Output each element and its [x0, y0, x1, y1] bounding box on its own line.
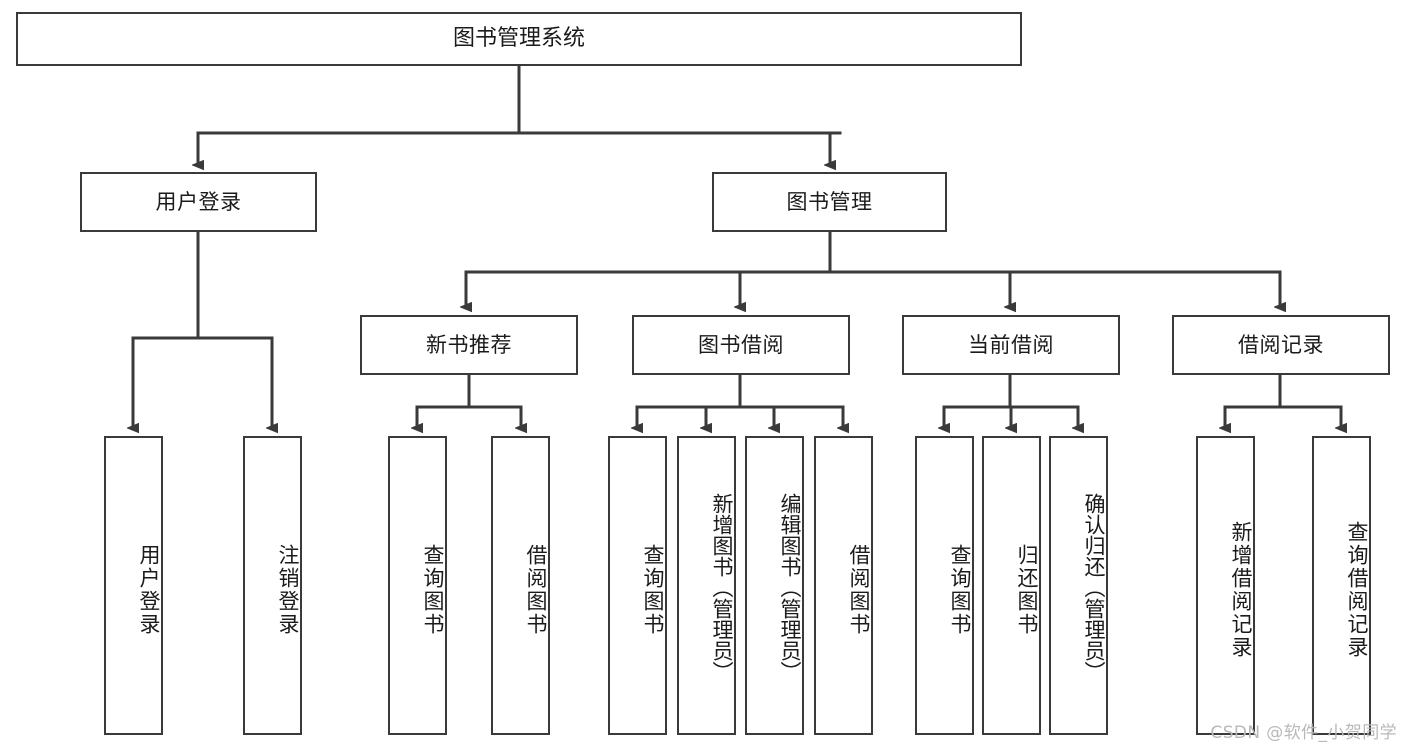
node-book-borrow[interactable]: 图书借阅 — [632, 315, 850, 375]
csdn-watermark: CSDN @软件_小贺同学 — [1210, 723, 1397, 743]
leaf-borrow-book-recommend[interactable]: 借阅图书 — [491, 436, 550, 735]
leaf-edit-book-admin[interactable]: 编辑图书（管理员） — [745, 436, 804, 735]
node-current-borrow[interactable]: 当前借阅 — [902, 315, 1120, 375]
leaf-query-borrow-record[interactable]: 查询借阅记录 — [1312, 436, 1371, 735]
leaf-query-book-current[interactable]: 查询图书 — [915, 436, 974, 735]
node-new-book-recommend[interactable]: 新书推荐 — [360, 315, 578, 375]
leaf-borrow-book-borrow[interactable]: 借阅图书 — [814, 436, 873, 735]
leaf-return-book[interactable]: 归还图书 — [982, 436, 1041, 735]
node-root-system[interactable]: 图书管理系统 — [16, 12, 1022, 66]
leaf-confirm-return-admin[interactable]: 确认归还（管理员） — [1049, 436, 1108, 735]
leaf-query-book-borrow[interactable]: 查询图书 — [608, 436, 667, 735]
leaf-user-login[interactable]: 用户登录 — [104, 436, 163, 735]
node-book-manage[interactable]: 图书管理 — [712, 172, 947, 232]
leaf-query-book-recommend[interactable]: 查询图书 — [388, 436, 447, 735]
node-user-login[interactable]: 用户登录 — [80, 172, 317, 232]
leaf-logout-login[interactable]: 注销登录 — [243, 436, 302, 735]
leaf-add-book-admin[interactable]: 新增图书（管理员） — [677, 436, 736, 735]
node-borrow-record[interactable]: 借阅记录 — [1172, 315, 1390, 375]
leaf-add-borrow-record[interactable]: 新增借阅记录 — [1196, 436, 1255, 735]
